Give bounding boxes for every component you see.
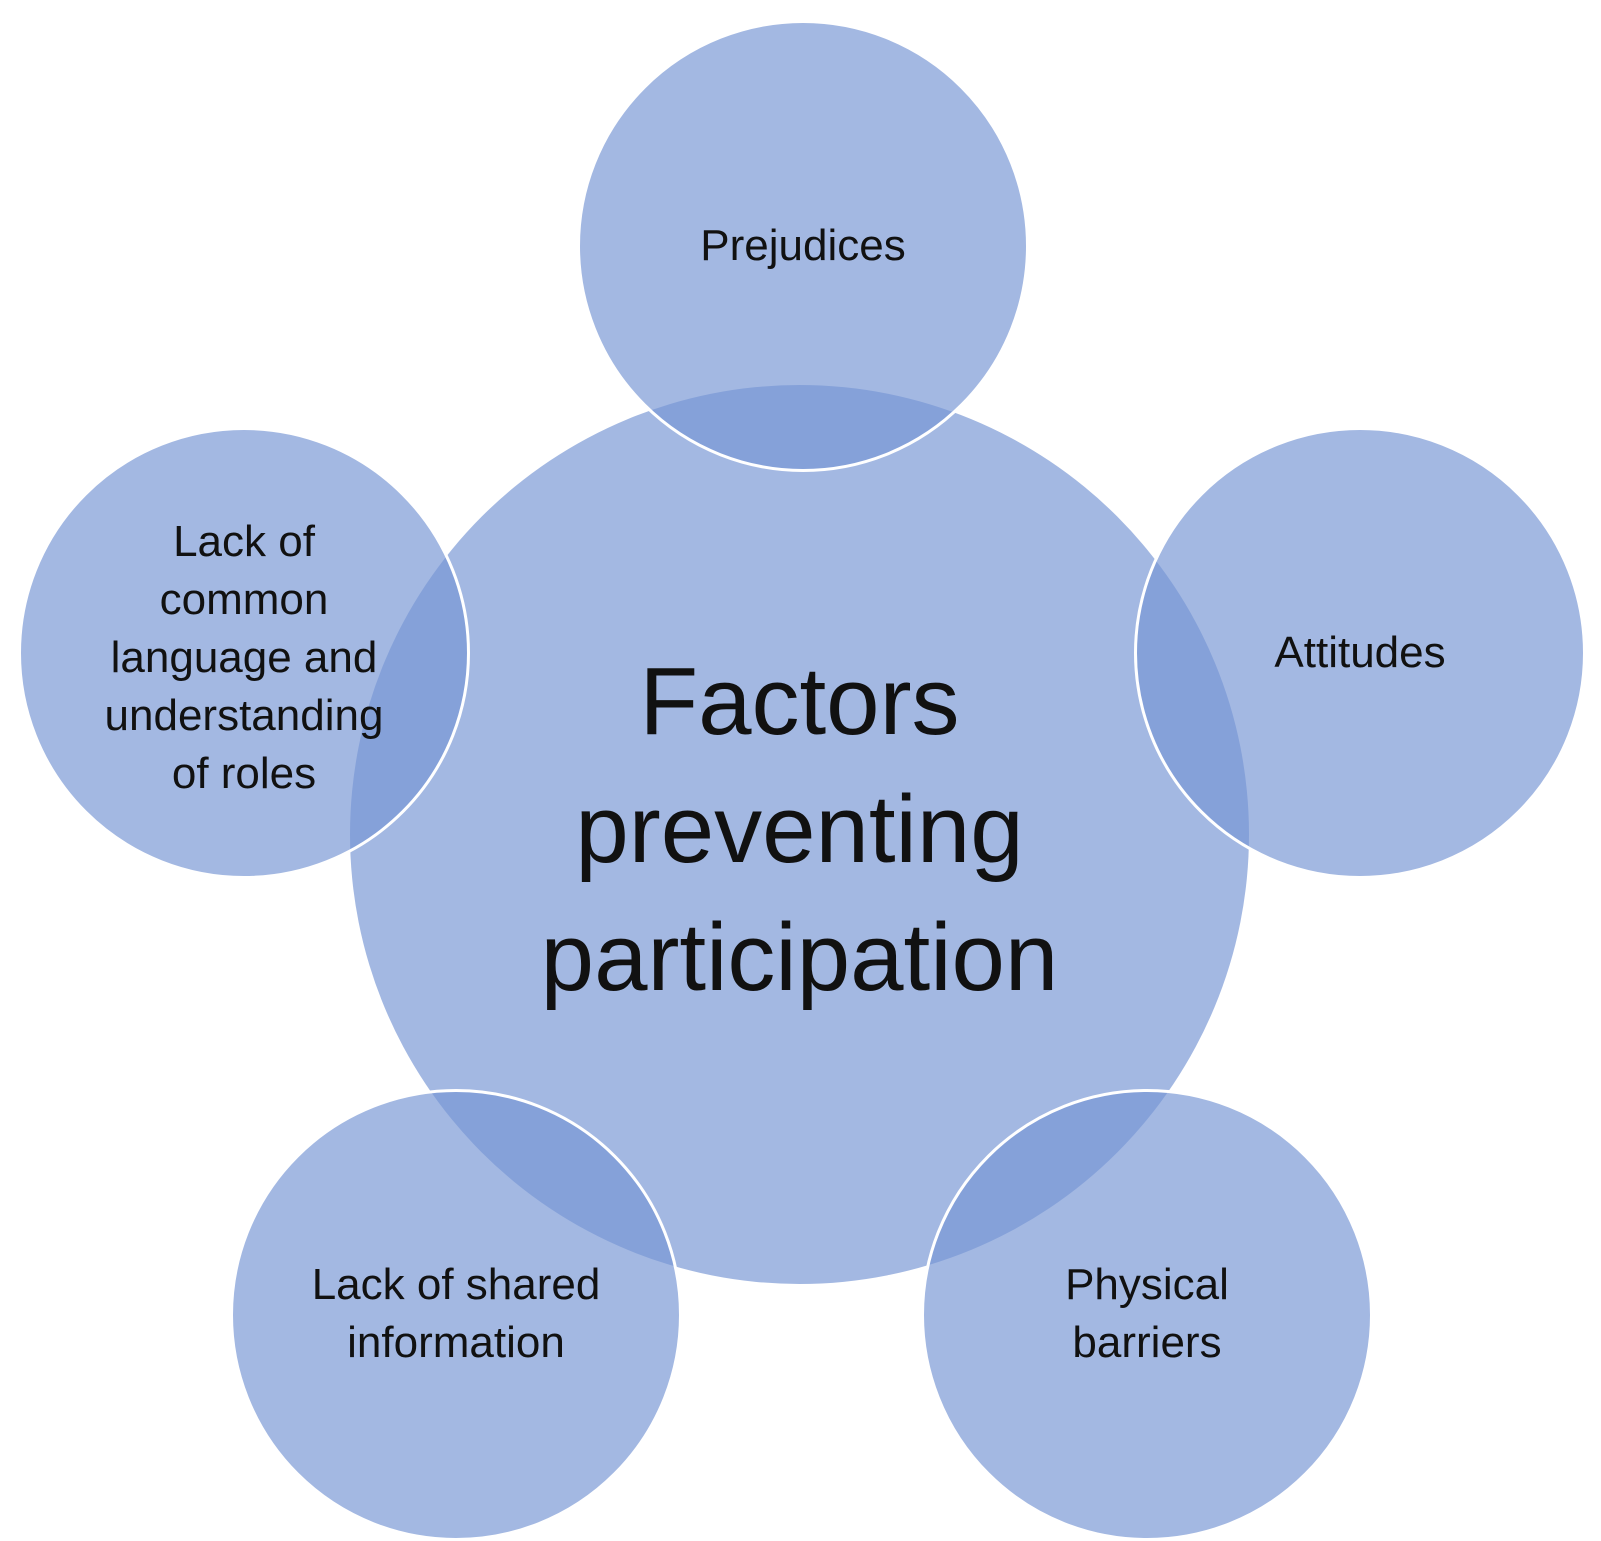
- factor-label-line: Lack of shared: [311, 1260, 601, 1309]
- center-label-line: participation: [540, 903, 1059, 1011]
- factor-label-line: common: [159, 575, 329, 624]
- factor-label-line: barriers: [1072, 1318, 1222, 1367]
- factor-label-line: Lack of: [173, 517, 315, 566]
- factor-label-line: Physical: [1065, 1260, 1229, 1309]
- factor-circle-physical-barriers: Physical barriers: [921, 1089, 1373, 1541]
- factor-label-line: Prejudices: [700, 221, 906, 270]
- factor-circle-attitudes: Attitudes: [1134, 427, 1586, 879]
- factor-label-line: language and: [110, 633, 378, 682]
- factor-label: Prejudices: [643, 217, 963, 275]
- center-label: Factors preventing participation: [450, 638, 1150, 1022]
- factor-circle-lack-common-language: Lack of common language and understandin…: [18, 427, 470, 879]
- factor-circle-prejudices: Prejudices: [577, 20, 1029, 472]
- factor-circle-lack-shared-information: Lack of shared information: [230, 1089, 682, 1541]
- factor-label: Physical barriers: [987, 1256, 1307, 1372]
- factor-label-line: Attitudes: [1274, 628, 1446, 677]
- center-label-line: preventing: [575, 775, 1024, 883]
- factor-label: Lack of common language and understandin…: [94, 513, 394, 803]
- center-label-line: Factors: [639, 647, 960, 755]
- factor-label-line: of roles: [171, 749, 317, 798]
- factor-label: Attitudes: [1200, 624, 1520, 682]
- factor-label-line: information: [347, 1318, 565, 1367]
- factor-label: Lack of shared information: [296, 1256, 616, 1372]
- factor-label-line: understanding: [104, 691, 384, 740]
